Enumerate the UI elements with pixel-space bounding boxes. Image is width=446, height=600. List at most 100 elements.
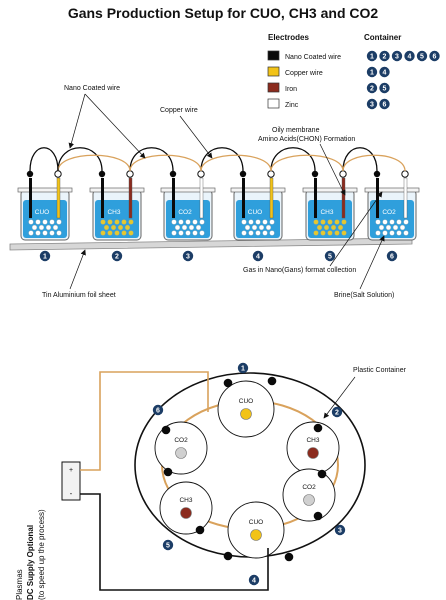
metal-electrode [269,177,274,219]
dc-negative-lead [80,493,269,591]
metal-electrode [403,177,408,219]
beaker-number-badge-number: 2 [115,254,119,261]
beaker-number-badge: 3 [182,250,194,262]
gas-bubble [171,230,177,236]
beaker-label: CO2 [178,209,192,216]
cell-4: CUO [227,501,285,559]
cell-metal-electrode [250,529,262,541]
cell-label: CH3 [306,437,319,444]
legend-container-badge: 6 [429,50,440,62]
gas-bubble [49,219,55,225]
nano-terminal [373,170,381,178]
nano-electrode [172,178,175,218]
gas-bubble [178,219,184,225]
metal-electrode [341,177,346,219]
nano-contact-dot [313,423,323,433]
cell-label: CUO [239,398,253,405]
legend-container-badge: 4 [404,50,415,62]
cell-metal-electrode [303,494,315,506]
gas-bubble [195,224,202,231]
gas-bubble [255,230,261,236]
gas-bubble [255,219,261,225]
legend-container-header: Container [364,33,401,42]
gas-bubble [171,219,177,225]
gas-bubble [114,219,120,225]
cell-number-badge: 3 [334,524,346,536]
gas-bubble [103,224,110,231]
gas-bubble [389,230,395,236]
nano-contact-dot [284,552,294,562]
beaker-number-badge-number: 5 [328,254,332,261]
gas-bubble [382,219,388,225]
gas-bubble [244,224,251,231]
gas-bubble [248,230,254,236]
gas-bubble [403,230,409,236]
gas-bubble [392,224,399,231]
beaker-2: CH3 [89,170,145,241]
gas-bubble [42,219,48,225]
beaker-number-badge-number: 1 [43,254,47,261]
cell-metal-electrode [307,447,319,459]
gas-bubble [49,230,55,236]
gas-bubble [174,224,181,231]
legend-container-badge-number: 3 [370,102,374,109]
nano-terminal [98,170,106,178]
nano-wire-arc [57,147,103,172]
cell-number-badge: 5 [162,539,174,551]
nano-contact-dot [223,551,233,561]
label-copper-wire: Copper wire [160,107,198,114]
gas-bubble [396,219,402,225]
gas-bubble [327,230,333,236]
gas-bubble [269,230,275,236]
cell-label: CO2 [174,437,188,444]
beaker-5: CH3 [302,170,358,241]
beaker-label: CUO [248,209,262,216]
nano-electrode [101,178,104,218]
gas-bubble [128,219,134,225]
legend-container-badge: 5 [416,50,428,62]
gas-bubble [185,230,191,236]
cell-number-badge: 4 [248,574,260,586]
gas-bubble [128,230,134,236]
gas-bubble [35,219,41,225]
legend-container-badge: 2 [366,82,378,94]
cell-label: CUO [249,519,263,526]
legend-container-badge-number: 4 [383,70,387,77]
beaker-label: CO2 [382,209,396,216]
nano-electrode [29,178,32,218]
cell-label: CO2 [302,484,316,491]
gas-bubble [248,219,254,225]
cell-number-badge-number: 3 [338,528,342,535]
gas-bubble [375,219,381,225]
beaker-label: CH3 [320,209,333,216]
nano-contact-dot [223,378,233,388]
nano-contact-dot [313,511,323,521]
gas-bubble [31,224,38,231]
gas-bubble [52,224,59,231]
gas-bubble [178,230,184,236]
nano-wire-arc [29,147,59,172]
beaker-number-badge: 6 [386,250,398,262]
metal-terminal [339,170,347,178]
gas-bubble [107,219,113,225]
gas-bubble [121,219,127,225]
beaker-number-badge-number: 6 [390,254,394,261]
legend-label: Iron [285,86,297,93]
cell-number-badge-number: 6 [156,408,160,415]
label-nano-coated-wire: Nano Coated wire [64,85,120,92]
legend-container-badge: 2 [379,50,390,62]
gas-bubble [341,219,347,225]
metal-electrode [199,177,204,219]
metal-terminal [54,170,62,178]
cell-3: CO2 [282,468,336,522]
dc-label-plasmas: Plasmas [15,569,24,600]
gas-bubble [199,219,205,225]
beaker-label: CUO [35,209,49,216]
gas-bubble [56,219,62,225]
gas-bubble [265,224,272,231]
label-oily-membrane: Oily membrane [272,127,320,134]
gas-bubble [313,230,319,236]
